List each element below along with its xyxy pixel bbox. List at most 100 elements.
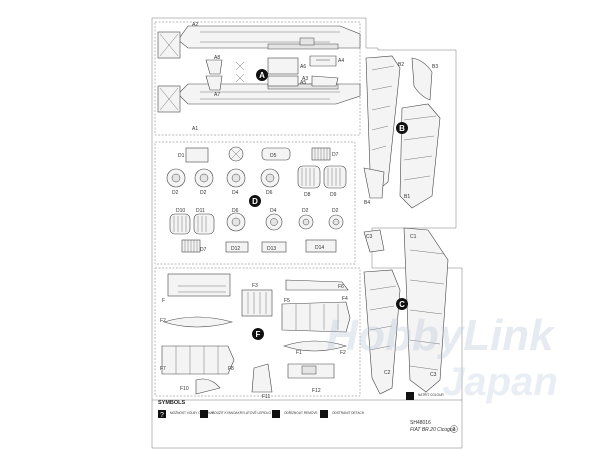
group-b: B2 B3 B1 B4 B xyxy=(363,55,441,209)
product-name: FIAT BR.20 Cicogna xyxy=(410,427,456,433)
part-f7 xyxy=(161,345,235,375)
wheel-d6-lower: D6 xyxy=(226,208,246,232)
symbol-remove-text: ODŘÍZNOUT REMOVE xyxy=(284,410,318,415)
part-d2-label-4: D2 xyxy=(332,208,339,214)
part-f2-label-2: F2 xyxy=(340,350,346,356)
part-a5 xyxy=(267,75,299,87)
part-c1 xyxy=(403,227,449,393)
part-a6-label: A6 xyxy=(300,64,306,70)
part-d6-label: D6 xyxy=(266,190,273,196)
part-f1-label: F1 xyxy=(296,350,302,356)
wheel-d2-lower-left: D2 xyxy=(298,208,314,230)
group-f-badge: F xyxy=(252,328,264,340)
part-f5-label: F5 xyxy=(284,298,290,304)
tyre-d8: D8 xyxy=(297,165,321,198)
part-f10 xyxy=(195,378,221,395)
part-a4 xyxy=(309,55,337,67)
part-f11-label: F11 xyxy=(262,394,270,400)
part-d10-label: D10 xyxy=(176,208,185,214)
part-c-label-2: C3 xyxy=(430,372,437,378)
symbols-title: SYMBOLS xyxy=(158,400,186,406)
part-f7-label: F7 xyxy=(160,366,166,372)
watermark: HobbyLink Japan xyxy=(326,311,557,404)
part-f8-label: F8 xyxy=(228,366,234,372)
symbol-paint-text: NATŘÍT COLOUR xyxy=(418,392,444,397)
group-a: A2 A1 A8 A7 A6 A5 A4 A3 A xyxy=(154,21,361,136)
cross-icon xyxy=(235,61,245,83)
wheel-d4-lower: D4 xyxy=(265,208,283,231)
part-d4-label: D4 xyxy=(232,190,239,196)
part-a7-label: A7 xyxy=(214,92,220,98)
part-a2-label: A2 xyxy=(192,22,198,28)
symbol-drop: POUŽIT KYANOAKRYLÁTOVÉ LEPIDLO xyxy=(200,410,271,418)
watermark-text: HobbyLink xyxy=(326,311,556,360)
group-d: D1 D2 D2 D4 D5 D6 D7 D8 xyxy=(154,141,356,265)
part-c2-label: C2 xyxy=(384,370,391,376)
sheet-number-circle xyxy=(450,425,458,433)
part-f3 xyxy=(241,289,273,317)
part-b3-label: B3 xyxy=(432,64,438,70)
part-d9-label: D9 xyxy=(330,192,337,198)
part-b1-label: B1 xyxy=(404,194,410,200)
part-a1-label: A1 xyxy=(192,126,198,132)
part-b2-label: B2 xyxy=(398,62,404,68)
part-d13-label: D13 xyxy=(267,246,276,252)
sheet-number: 2 xyxy=(453,427,456,433)
wheel-d2-left: D2 xyxy=(166,168,186,196)
group-f: F F6 F3 F4 F5 F2 F2 F7 F8 F10 F11 F12 F1… xyxy=(154,267,361,400)
part-d6-label-2: D6 xyxy=(232,208,239,214)
part-d14-label: D14 xyxy=(315,245,324,251)
part-a6 xyxy=(267,57,299,75)
part-d4-label-2: D4 xyxy=(270,208,277,214)
part-d5 xyxy=(261,147,291,161)
question-icon xyxy=(158,410,166,418)
drop-icon xyxy=(200,410,208,418)
tyre-d9: D9 xyxy=(323,165,347,198)
part-a8 xyxy=(205,59,223,75)
part-a4-label: A4 xyxy=(338,58,344,64)
part-f11 xyxy=(251,363,273,393)
part-a3-label: A3 xyxy=(302,76,308,82)
part-d1 xyxy=(185,147,209,163)
group-c: C3 C2 C1 C3 C xyxy=(363,227,449,395)
group-a-letter: A xyxy=(259,71,265,80)
part-d7-label: D7 xyxy=(332,152,339,158)
part-d12 xyxy=(225,241,249,253)
part-f2-label: F2 xyxy=(160,318,166,324)
part-d2-label-3: D2 xyxy=(302,208,309,214)
group-d-badge: D xyxy=(249,195,261,207)
part-a1: A1 xyxy=(177,83,361,132)
part-d14 xyxy=(305,239,337,253)
part-b3 xyxy=(411,57,433,101)
wheel-d4: D4 xyxy=(226,168,246,196)
part-f4 xyxy=(281,301,351,333)
part-d7-label-2: D7 xyxy=(200,247,207,253)
part-d5-label: D5 xyxy=(270,153,277,159)
part-b4 xyxy=(363,167,385,199)
symbol-question-text: MOŽNOST VOLBY OPTIONAL xyxy=(170,410,215,415)
group-a-badge: A xyxy=(256,69,268,81)
part-b4-label: B4 xyxy=(364,200,370,206)
part-c3 xyxy=(363,229,385,253)
part-a8-label: A8 xyxy=(214,55,220,61)
part-d2-label-1: D2 xyxy=(172,190,179,196)
part-a7 xyxy=(205,75,223,91)
tyre-d11: D11 xyxy=(193,208,215,235)
part-c2 xyxy=(363,269,401,395)
part-a2: A2 xyxy=(177,22,361,50)
part-c1-label: C1 xyxy=(410,234,417,240)
part-f3-label: F3 xyxy=(252,283,258,289)
part-f-label: F xyxy=(162,298,165,304)
tyre-d10: D10 xyxy=(169,208,191,235)
wheel-d6: D6 xyxy=(260,168,280,196)
part-f2-second xyxy=(283,340,348,352)
wheel-d2-right: D2 xyxy=(194,168,214,196)
cross-icon xyxy=(228,146,244,162)
symbol-cross: ODSTRANIT DETACH xyxy=(320,410,365,418)
group-b-badge: B xyxy=(396,122,408,134)
svg-text:?: ? xyxy=(160,412,164,419)
group-f-letter: F xyxy=(256,330,261,339)
symbol-question: ? MOŽNOST VOLBY OPTIONAL xyxy=(158,410,215,419)
part-a5-label: A5 xyxy=(300,80,306,86)
